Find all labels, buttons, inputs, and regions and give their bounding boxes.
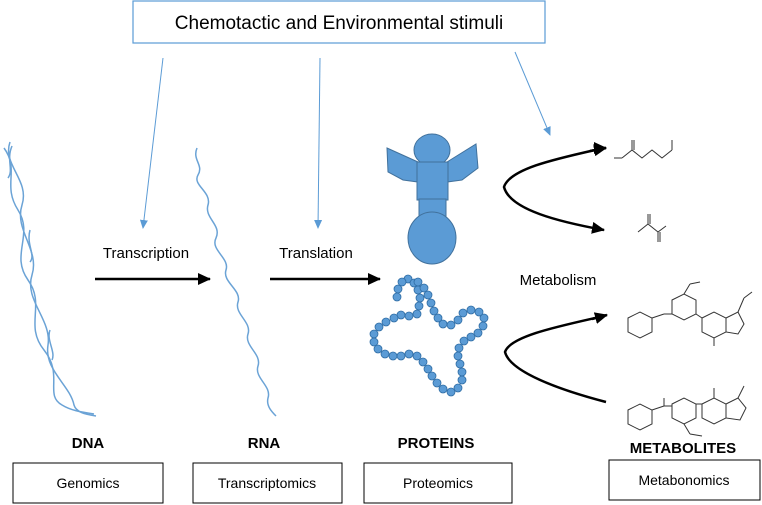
transcription-label: Transcription xyxy=(103,245,189,262)
stimulus-arrow-dna xyxy=(139,57,164,229)
proteomics-label: Proteomics xyxy=(403,475,473,491)
proteomics-box: Proteomics xyxy=(363,462,513,504)
dna-helix-icon xyxy=(3,141,97,417)
metabolism-label: Metabolism xyxy=(520,272,597,289)
genomics-label: Genomics xyxy=(56,475,119,491)
metabolites-title: METABOLITES xyxy=(630,440,736,457)
metabonomics-box: Metabonomics xyxy=(608,459,761,501)
stimulus-arrow-rna xyxy=(314,57,323,229)
metabolite-succinate-icon xyxy=(614,140,673,159)
stimuli-box: Chemotactic and Environmental stimuli xyxy=(132,0,546,44)
genomics-box: Genomics xyxy=(12,462,164,504)
protein-chain-icon xyxy=(369,274,489,397)
stimuli-label: Chemotactic and Environmental stimuli xyxy=(175,13,503,34)
protein-figure-icon xyxy=(386,133,479,265)
proteins-title: PROTEINS xyxy=(398,435,475,452)
rna-strand-icon xyxy=(195,147,277,417)
translation-label: Translation xyxy=(279,245,353,262)
metabolism-arrow-head-top xyxy=(589,144,607,157)
metabolism-arrow-head-lower xyxy=(591,312,608,324)
metabolite-drug-2-icon xyxy=(627,385,747,437)
metabonomics-label: Metabonomics xyxy=(638,472,729,488)
stimulus-arrow-metabolites xyxy=(514,51,551,136)
rna-title: RNA xyxy=(248,435,281,452)
metabolite-drug-1-icon xyxy=(627,281,753,346)
transcriptomics-box: Transcriptomics xyxy=(192,462,343,504)
dna-title: DNA xyxy=(72,435,105,452)
transcriptomics-label: Transcriptomics xyxy=(218,475,316,491)
metabolite-pyruvate-icon xyxy=(637,214,667,242)
